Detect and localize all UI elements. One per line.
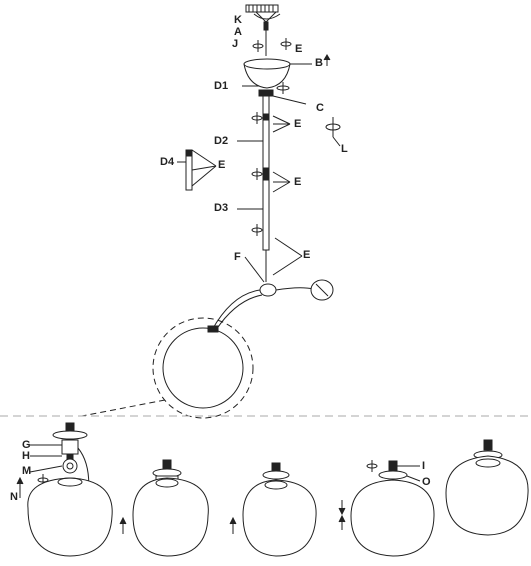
label-h: H — [22, 450, 30, 462]
collar — [242, 82, 307, 105]
rod-d3 — [237, 168, 291, 251]
label-e-d2: E — [294, 118, 302, 130]
label-e-d3: E — [294, 176, 302, 188]
label-d1: D1 — [214, 80, 229, 92]
label-e-hub: E — [303, 249, 311, 261]
globe-2 — [119, 459, 209, 557]
label-c: C — [316, 102, 324, 114]
rotate-arrows-j — [252, 38, 292, 52]
label-g: G — [22, 439, 31, 451]
globe-3 — [229, 462, 317, 557]
label-d3: D3 — [214, 202, 229, 214]
globe-5 — [445, 439, 529, 536]
hub-and-arm — [207, 237, 334, 333]
label-e-top: E — [295, 43, 303, 55]
detail-callout — [81, 317, 254, 419]
label-i: I — [422, 460, 426, 472]
label-e-d4: E — [218, 159, 226, 171]
label-f: F — [234, 251, 241, 263]
label-b: B — [315, 57, 323, 69]
ceiling-mount — [245, 4, 281, 56]
label-a: A — [234, 26, 242, 38]
label-o: O — [422, 476, 431, 488]
globe-4 — [338, 460, 435, 557]
rod-d2 — [237, 95, 291, 175]
rotate-symbol-l — [325, 117, 341, 147]
canopy — [243, 54, 331, 89]
label-n: N — [10, 491, 18, 503]
label-d4: D4 — [160, 156, 175, 168]
label-m: M — [22, 465, 32, 477]
label-l: L — [341, 143, 348, 155]
label-d2: D2 — [214, 135, 229, 147]
label-j: J — [232, 38, 239, 50]
rod-d4 — [177, 149, 217, 191]
label-k: K — [234, 14, 242, 26]
globe-1 — [16, 422, 113, 557]
